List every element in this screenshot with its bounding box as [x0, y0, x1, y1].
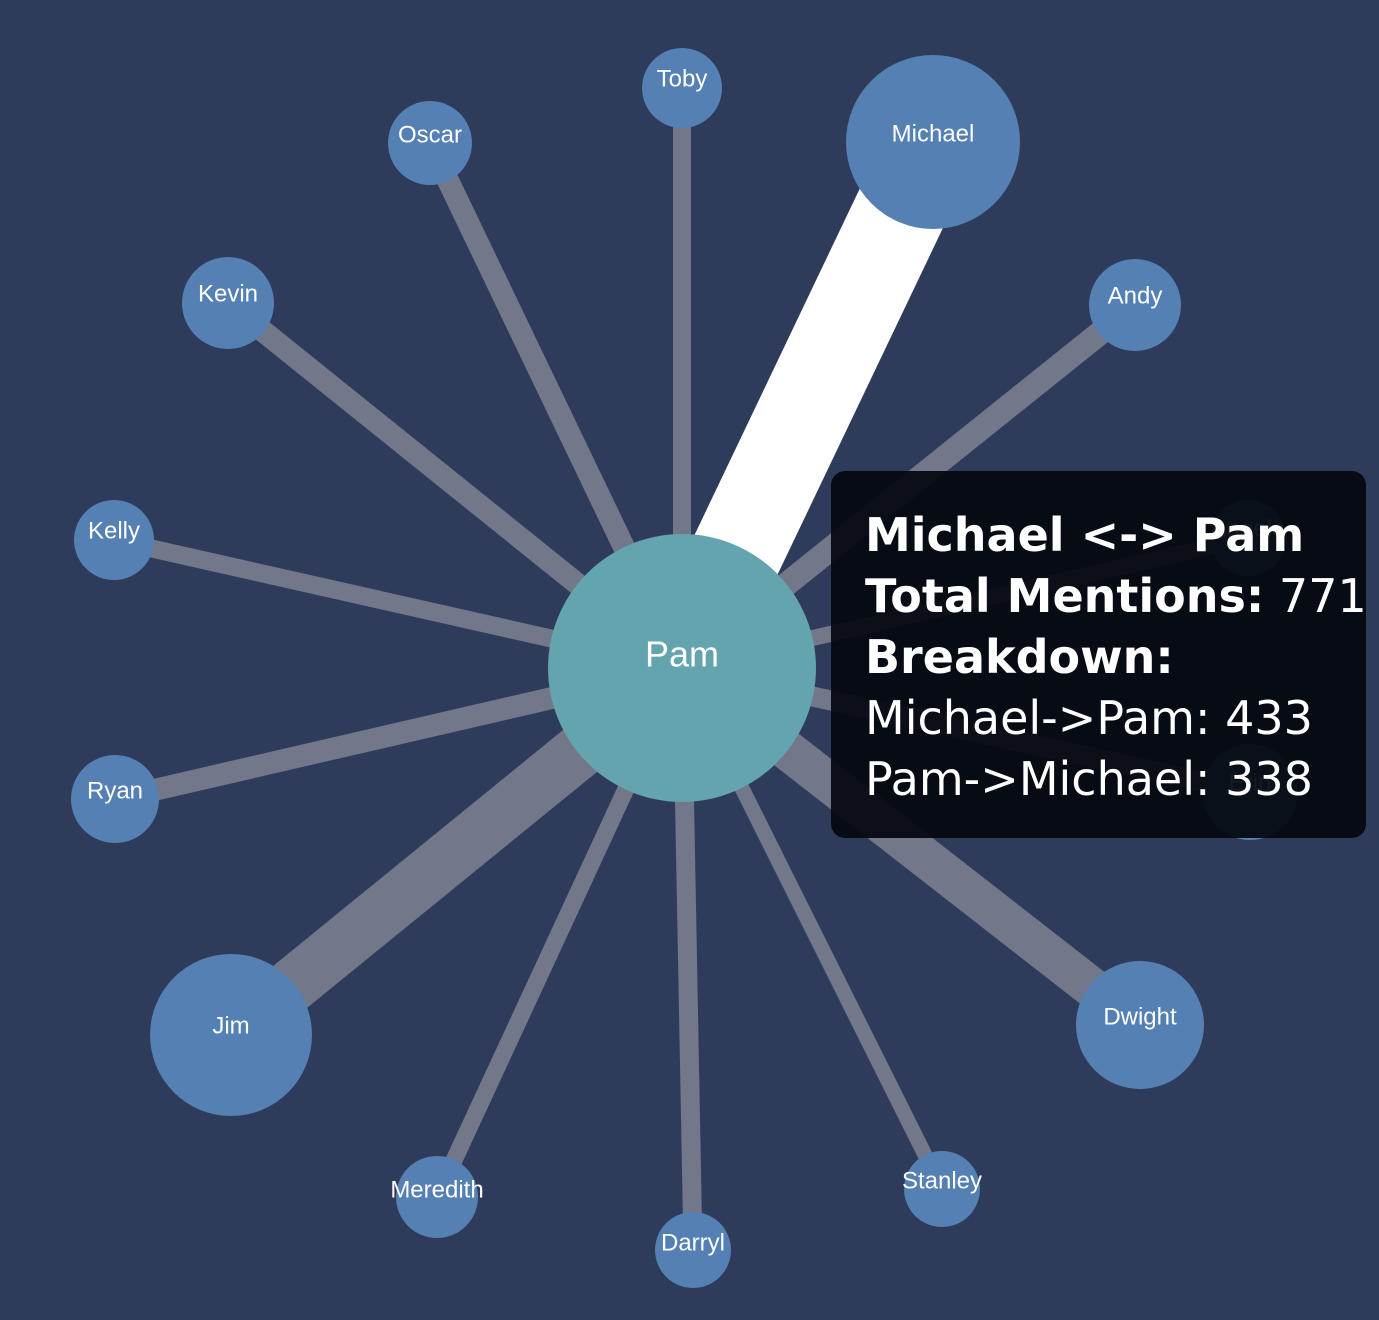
node-label-darryl: Darryl — [661, 1229, 725, 1256]
node-label-michael: Michael — [892, 120, 975, 147]
node-andy[interactable]: Andy — [1089, 259, 1181, 351]
node-dwight[interactable]: Dwight — [1076, 961, 1204, 1089]
tooltip-breakdown-line-1: Michael->Pam: 433 — [865, 691, 1313, 745]
node-label-jim: Jim — [212, 1012, 249, 1039]
node-oscar[interactable]: Oscar — [388, 101, 472, 185]
tooltip-breakdown-label: Breakdown: — [865, 630, 1174, 684]
node-ryan[interactable]: Ryan — [71, 755, 159, 843]
tooltip-total: Total Mentions: 771 — [865, 566, 1367, 627]
nodes-layer: Toby Oscar Michael Andy Kevin Kelly Ange… — [71, 48, 1298, 1288]
tooltip-title: Michael <-> Pam — [865, 508, 1305, 562]
node-label-oscar: Oscar — [398, 121, 462, 148]
node-label-pam: Pam — [645, 634, 719, 675]
node-label-stanley: Stanley — [902, 1167, 982, 1194]
tooltip-breakdown-line-2: Pam->Michael: 338 — [865, 752, 1313, 806]
tooltip-total-label: Total Mentions: — [865, 569, 1265, 623]
node-darryl[interactable]: Darryl — [655, 1212, 731, 1288]
node-stanley[interactable]: Stanley — [902, 1151, 982, 1227]
tooltip-total-value: 771 — [1278, 569, 1367, 623]
node-meredith[interactable]: Meredith — [390, 1156, 484, 1238]
node-label-dwight: Dwight — [1103, 1003, 1177, 1030]
node-label-kevin: Kevin — [198, 280, 258, 307]
node-label-meredith: Meredith — [390, 1176, 483, 1203]
node-toby[interactable]: Toby — [642, 48, 722, 128]
node-label-kelly: Kelly — [88, 517, 140, 544]
node-kelly[interactable]: Kelly — [74, 500, 154, 580]
node-jim[interactable]: Jim — [150, 954, 312, 1116]
node-label-toby: Toby — [657, 65, 708, 92]
node-michael[interactable]: Michael — [846, 55, 1020, 229]
node-kevin[interactable]: Kevin — [182, 257, 274, 349]
node-label-andy: Andy — [1108, 282, 1163, 309]
link-tooltip: Michael <-> Pam Total Mentions: 771 Brea… — [831, 471, 1367, 838]
node-pam[interactable]: Pam — [548, 534, 816, 802]
node-label-ryan: Ryan — [87, 777, 143, 804]
